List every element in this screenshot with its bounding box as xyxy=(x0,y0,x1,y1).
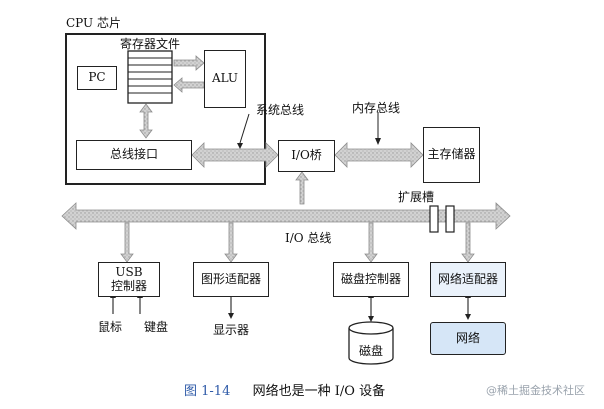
disk-controller-box: 磁盘控制器 xyxy=(333,262,409,297)
disk-cylinder xyxy=(348,321,394,365)
main-memory-label: 主存储器 xyxy=(427,147,476,162)
device-connector-lines xyxy=(112,297,469,318)
usb-controller-line1: USB xyxy=(115,264,143,279)
disk-controller-label: 磁盘控制器 xyxy=(340,271,401,286)
figure-title: 网络也是一种 I/O 设备 xyxy=(252,384,386,399)
cpu-chip-label: CPU 芯片 xyxy=(66,16,121,30)
system-bus-pointer-head xyxy=(237,143,243,149)
graphics-adapter-box: 图形适配器 xyxy=(193,262,269,297)
network-adapter-label: 网络适配器 xyxy=(437,271,498,286)
system-bus-label: 系统总线 xyxy=(256,103,305,117)
mouse-label: 鼠标 xyxy=(98,320,123,334)
register-alu-arrows xyxy=(173,55,205,93)
expansion-slots-label: 扩展槽 xyxy=(398,190,435,204)
register-bus-interface-arrow xyxy=(139,103,153,139)
memory-bus-pointer-head xyxy=(375,138,381,145)
register-file-stack xyxy=(127,50,173,104)
network-label: 网络 xyxy=(455,330,480,345)
memory-bus-label: 内存总线 xyxy=(352,101,401,115)
memory-bus-arrow xyxy=(334,142,424,168)
main-memory-box: 主存储器 xyxy=(423,127,480,183)
cpu-chip-outline xyxy=(65,33,266,185)
bus-interface-box: 总线接口 xyxy=(76,140,192,170)
bus-interface-label: 总线接口 xyxy=(109,147,158,162)
io-bridge-label: I/O桥 xyxy=(291,148,322,163)
system-bus-pointer xyxy=(239,113,250,144)
alu-box: ALU xyxy=(204,50,246,108)
keyboard-label: 键盘 xyxy=(144,320,169,334)
monitor-label: 显示器 xyxy=(213,323,250,337)
io-bridge-box: I/O桥 xyxy=(278,140,335,172)
graphics-adapter-label: 图形适配器 xyxy=(200,271,261,286)
pc-box: PC xyxy=(77,66,117,90)
figure-number: 图 1-14 xyxy=(184,384,231,399)
pc-label: PC xyxy=(88,70,106,85)
expansion-slot-cards xyxy=(429,205,455,233)
alu-label: ALU xyxy=(211,71,239,86)
figure-caption: 图 1-14 网络也是一种 I/O 设备 xyxy=(184,380,385,399)
usb-controller-box: USB 控制器 xyxy=(98,262,160,297)
io-bus-arrow xyxy=(61,202,511,230)
io-bridge-bus-arrow xyxy=(295,171,309,205)
usb-controller-line2: 控制器 xyxy=(110,278,147,293)
io-bus-label: I/O 总线 xyxy=(285,231,332,245)
disk-label: 磁盘 xyxy=(359,344,384,358)
network-box: 网络 xyxy=(430,322,506,355)
io-bus-drops xyxy=(120,222,475,263)
watermark-text: @稀土掘金技术社区 xyxy=(486,384,585,397)
network-adapter-box: 网络适配器 xyxy=(430,262,506,297)
register-file-label: 寄存器文件 xyxy=(120,37,181,51)
